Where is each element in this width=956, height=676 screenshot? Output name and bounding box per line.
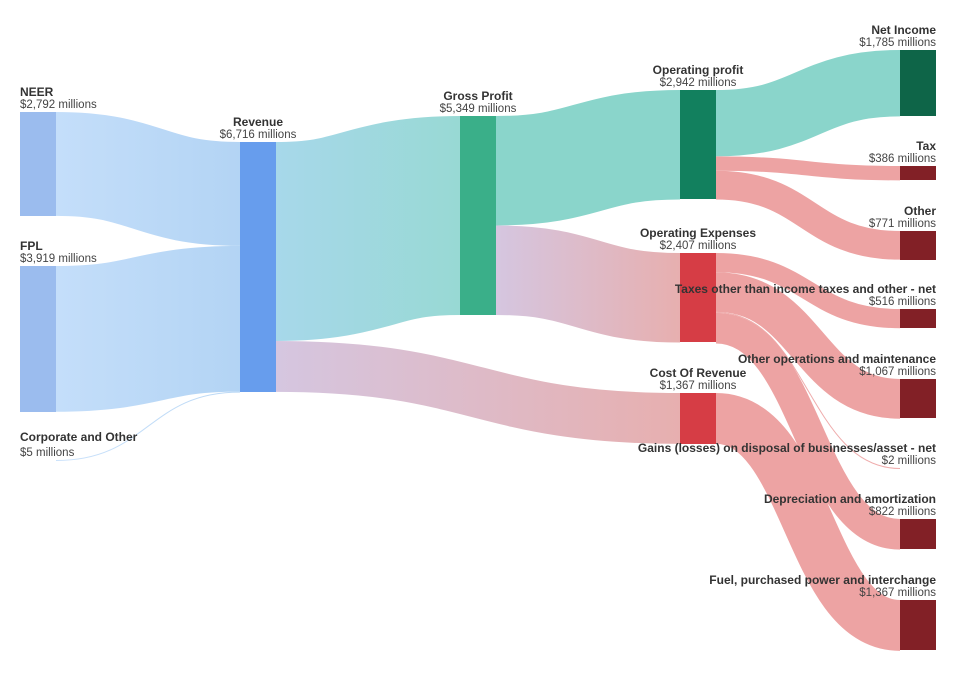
link-gross-to-opex: [495, 225, 681, 343]
label-opmaint-value: $1,067 millions: [859, 366, 936, 378]
label-opprofit-name: Operating profit: [653, 63, 744, 77]
node-fuel: [900, 600, 936, 650]
label-gains-value: $2 millions: [882, 455, 937, 467]
label-cor-value: $1,367 millions: [660, 380, 737, 392]
label-depr-name: Depreciation and amortization: [764, 492, 936, 506]
label-opmaint-name: Other operations and maintenance: [738, 352, 936, 366]
node-opprofit: [680, 90, 716, 199]
link-opex-to-taxesother: [715, 253, 901, 329]
label-corp-name: Corporate and Other: [20, 430, 138, 444]
link-opprofit-to-other: [715, 170, 901, 260]
label-revenue-name: Revenue: [233, 115, 283, 129]
label-depr-value: $822 millions: [869, 506, 936, 518]
label-netincome-name: Net Income: [871, 23, 936, 37]
link-opprofit-to-tax: [715, 156, 901, 181]
sankey-nodes: [20, 50, 936, 650]
label-tax-value: $386 millions: [869, 153, 936, 165]
link-opprofit-to-netincome: [715, 50, 901, 157]
node-opmaint: [900, 379, 936, 418]
link-corp-to-revenue: [55, 391, 241, 461]
node-netincome: [900, 50, 936, 116]
node-gross: [460, 116, 496, 315]
link-revenue-to-cor: [275, 340, 681, 444]
label-fpl-value: $3,919 millions: [20, 253, 97, 265]
link-neer-to-revenue: [55, 112, 241, 246]
link-opex-to-gains: [715, 311, 901, 469]
node-depr: [900, 519, 936, 549]
label-neer-value: $2,792 millions: [20, 99, 97, 111]
label-gross-name: Gross Profit: [443, 89, 512, 103]
label-gains-name: Gains (losses) on disposal of businesses…: [638, 441, 936, 455]
label-tax-name: Tax: [916, 139, 936, 153]
node-opex: [680, 253, 716, 342]
label-opprofit-value: $2,942 millions: [660, 77, 737, 89]
label-other-name: Other: [904, 204, 936, 218]
link-opex-to-opmaint: [714, 272, 902, 419]
node-other: [900, 231, 936, 260]
label-fuel-name: Fuel, purchased power and interchange: [709, 573, 936, 587]
node-tax: [900, 166, 936, 180]
node-cor: [680, 393, 716, 444]
node-revenue: [240, 142, 276, 392]
label-taxesother-name: Taxes other than income taxes and other …: [675, 282, 936, 296]
label-opex-name: Operating Expenses: [640, 226, 756, 240]
link-cor-to-fuel: [713, 392, 903, 651]
label-cor-name: Cost Of Revenue: [650, 366, 747, 380]
label-other-value: $771 millions: [869, 218, 936, 230]
node-neer: [20, 112, 56, 216]
link-revenue-to-gross: [274, 115, 462, 341]
label-fuel-value: $1,367 millions: [859, 587, 936, 599]
label-corp-value: $5 millions: [20, 447, 75, 459]
label-neer-name: NEER: [20, 85, 54, 99]
label-taxesother-value: $516 millions: [869, 296, 936, 308]
label-opex-value: $2,407 millions: [660, 240, 737, 252]
sankey-links: [55, 50, 903, 651]
link-opex-to-depr: [714, 312, 902, 550]
label-fpl-name: FPL: [20, 239, 43, 253]
node-fpl: [20, 266, 56, 412]
label-gross-value: $5,349 millions: [440, 103, 517, 115]
label-netincome-value: $1,785 millions: [859, 37, 936, 49]
link-gross-to-opprofit: [495, 90, 681, 226]
node-taxesother: [900, 309, 936, 328]
link-fpl-to-revenue: [55, 245, 241, 412]
label-revenue-value: $6,716 millions: [220, 129, 297, 141]
